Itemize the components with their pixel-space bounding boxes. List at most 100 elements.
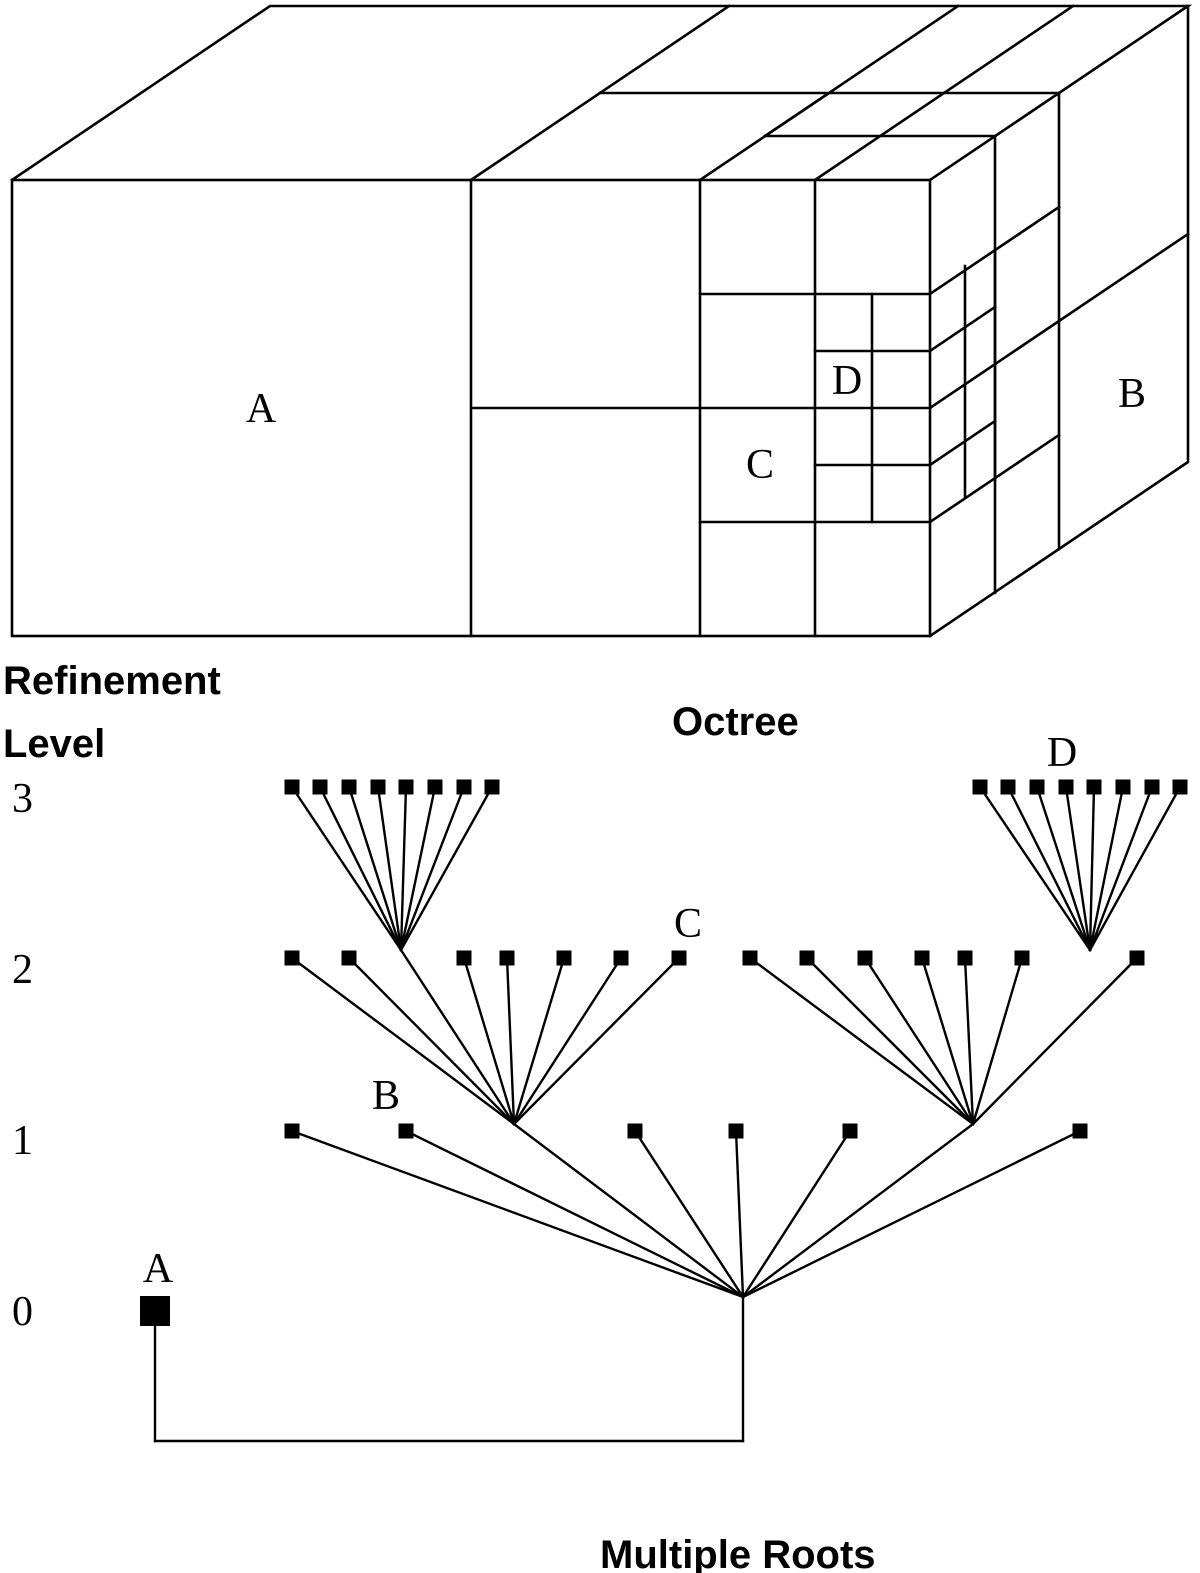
- node-l1-5: [1072, 1123, 1088, 1139]
- edge-l3-right-2: [1035, 785, 1092, 952]
- node-l3-left-2: [341, 779, 357, 795]
- node-l1-0: [284, 1123, 300, 1139]
- cube-label-a: A: [246, 386, 277, 432]
- node-root-a: [140, 1296, 170, 1326]
- edge-l1-3: [734, 1129, 745, 1299]
- node-l3-left-3: [370, 779, 386, 795]
- node-l1-2: [627, 1123, 643, 1139]
- edge-l2-left-2: [462, 956, 516, 1126]
- node-l2-left-3: [499, 950, 515, 966]
- cube-l2-top-v1: [813, 4, 1075, 182]
- cube-label-c: C: [746, 442, 774, 488]
- edge-l2-right-1: [805, 956, 975, 1126]
- edge-l3-right-7: [1088, 785, 1182, 952]
- edge-l3-left-4: [399, 785, 408, 952]
- octree-cube: A B C D: [10, 4, 1193, 638]
- node-l1-4: [842, 1123, 858, 1139]
- edge-l2-right-6: [971, 956, 1139, 1126]
- node-l3-left-6: [456, 779, 472, 795]
- tree-edges: [153, 785, 1182, 1443]
- node-l3-right-0: [972, 779, 988, 795]
- node-l1-1: [398, 1123, 414, 1139]
- edge-l2-right-5: [971, 956, 1024, 1126]
- refinement-level-heading-line1: Refinement: [3, 659, 221, 703]
- edge-l2-right-0: [748, 956, 975, 1126]
- edge-l3-right-3: [1064, 785, 1092, 952]
- node-l3-left-5: [427, 779, 443, 795]
- level-number-2: 2: [12, 947, 33, 993]
- edge-l1-right-group: [741, 1122, 975, 1299]
- edge-l2-left-3: [505, 956, 516, 1126]
- node-l2-left-6: [671, 950, 687, 966]
- node-l2-right-6: [1129, 950, 1145, 966]
- cube-l3-right-h2: [928, 419, 997, 467]
- tree-nodes: [140, 779, 1188, 1326]
- edge-l3-left-0: [290, 785, 403, 952]
- cube-label-d: D: [832, 358, 862, 404]
- node-l3-right-2: [1029, 779, 1045, 795]
- node-l3-right-3: [1058, 779, 1074, 795]
- edge-l3-left-6: [399, 785, 466, 952]
- edge-l1-1: [404, 1129, 745, 1299]
- tree-label-c: C: [674, 901, 702, 947]
- node-l3-right-4: [1086, 779, 1102, 795]
- node-l3-left-1: [312, 779, 328, 795]
- cube-label-b: B: [1118, 371, 1146, 417]
- node-l2-left-4: [556, 950, 572, 966]
- level-number-3: 3: [12, 776, 33, 822]
- edge-l1-4: [741, 1129, 852, 1299]
- multiple-roots-heading: Multiple Roots: [600, 1533, 876, 1573]
- tree-label-b: B: [372, 1073, 400, 1119]
- edge-l3-right-1: [1006, 785, 1092, 952]
- edge-l1-2: [633, 1129, 745, 1299]
- edge-l3-left-3: [376, 785, 403, 952]
- node-l3-right-7: [1172, 779, 1188, 795]
- octree-heading: Octree: [672, 700, 799, 744]
- node-l3-right-1: [1000, 779, 1016, 795]
- node-l1-3: [728, 1123, 744, 1139]
- edge-l3-left-1: [318, 785, 403, 952]
- edge-l3-right-6: [1088, 785, 1154, 952]
- tree-label-d: D: [1047, 730, 1077, 776]
- node-l2-right-3: [914, 950, 930, 966]
- edge-l1-left-group: [512, 1122, 745, 1299]
- edge-l1-5: [741, 1129, 1082, 1299]
- node-l2-left-2: [456, 950, 472, 966]
- node-l3-left-0: [284, 779, 300, 795]
- edge-l2-left-1: [347, 956, 516, 1126]
- node-l2-left-0: [284, 950, 300, 966]
- cube-right-face: [928, 4, 1190, 638]
- node-l2-right-5: [1014, 950, 1030, 966]
- edge-l2-right-4: [963, 956, 975, 1126]
- edge-l2-left-5: [512, 956, 623, 1126]
- edge-l3-left-2: [347, 785, 403, 952]
- edge-l2-left-4: [512, 956, 566, 1126]
- node-l3-right-6: [1144, 779, 1160, 795]
- node-l2-right-4: [957, 950, 973, 966]
- edge-l3-right-4: [1088, 785, 1096, 952]
- node-l3-left-7: [484, 779, 500, 795]
- edge-l2-left-c: [399, 948, 516, 1126]
- edge-l2-left-0: [290, 956, 516, 1126]
- node-l3-right-5: [1115, 779, 1131, 795]
- edge-l3-right-0: [978, 785, 1092, 952]
- edge-l2-left-6: [512, 956, 681, 1126]
- edge-l2-right-2: [863, 956, 975, 1126]
- cube-l2-top-diag: [763, 91, 831, 138]
- refinement-level-heading-line2: Level: [3, 722, 105, 766]
- node-l2-right-1: [799, 950, 815, 966]
- node-l3-left-4: [398, 779, 414, 795]
- edge-l1-0: [290, 1129, 745, 1299]
- node-l2-right-2: [857, 950, 873, 966]
- node-l2-left-5: [613, 950, 629, 966]
- level-number-1: 1: [12, 1118, 33, 1164]
- edge-l3-right-5: [1088, 785, 1125, 952]
- edge-l3-left-5: [399, 785, 437, 952]
- node-l2-left-1: [341, 950, 357, 966]
- edge-l3-left-7: [399, 785, 494, 952]
- tree-label-a: A: [143, 1246, 174, 1292]
- cube-l1-right-h: [928, 232, 1190, 410]
- level-numbers: 3 2 1 0: [12, 776, 33, 1335]
- edge-l2-right-3: [920, 956, 975, 1126]
